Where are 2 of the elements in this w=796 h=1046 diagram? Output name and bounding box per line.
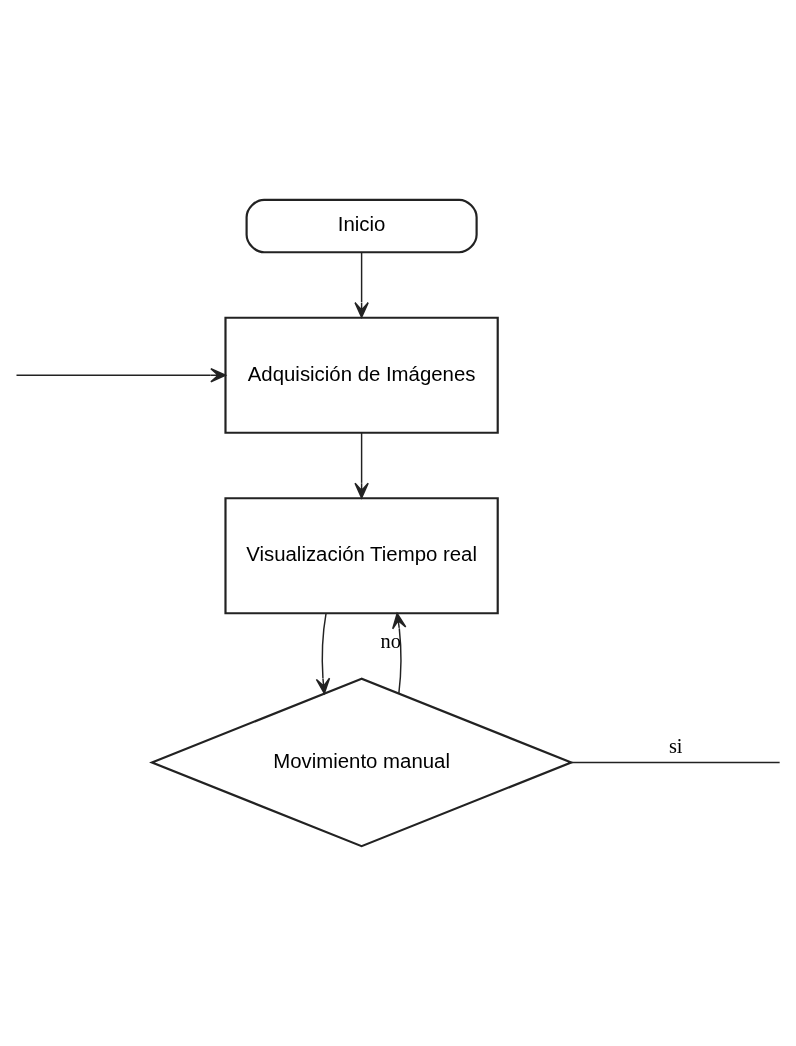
edge-label: si: [668, 734, 683, 757]
edge-label: no: [380, 630, 401, 653]
